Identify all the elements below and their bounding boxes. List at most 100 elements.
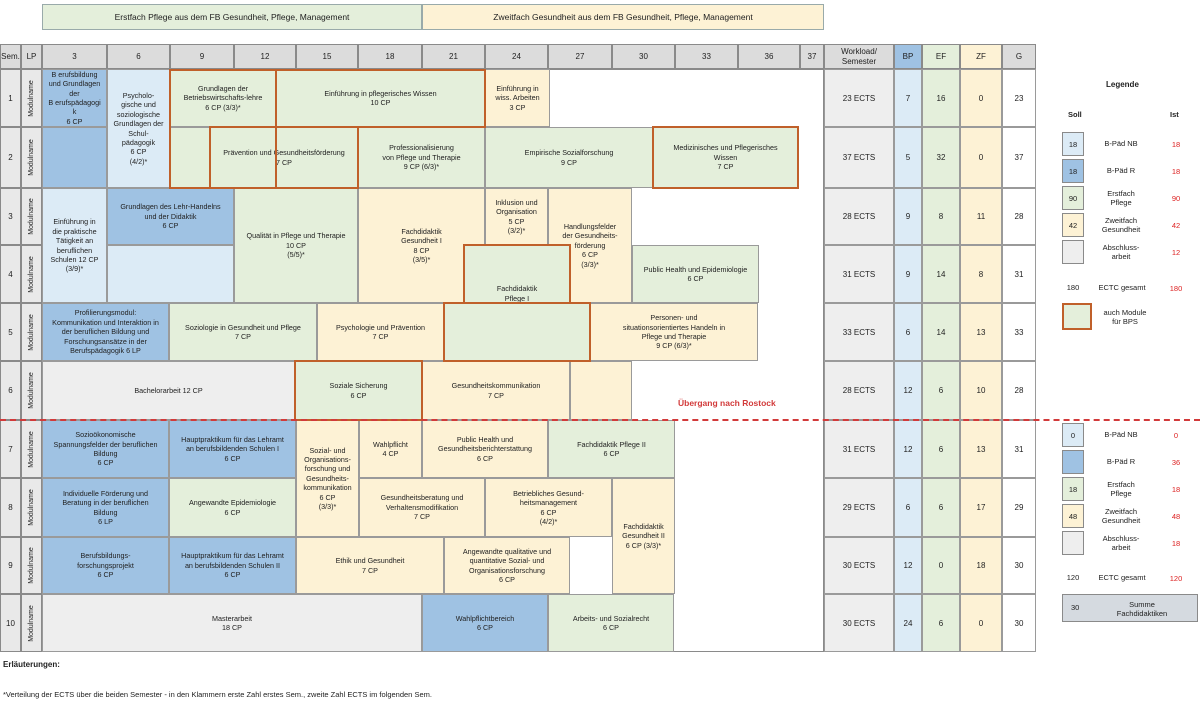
module-angewandte-sozialforschung[interactable]: Angewandte qualitative und quantitative … <box>444 537 570 594</box>
module-wahlpflicht[interactable]: Wahlpflicht 4 CP <box>359 420 422 478</box>
module-fachdidaktik-pflege-1-cont[interactable] <box>444 303 590 361</box>
g-cell: 31 <box>1002 245 1036 303</box>
module-berufsbildungsforschungsprojekt[interactable]: Berufsbildungs- forschungsprojekt 6 CP <box>42 537 169 594</box>
legend-ist-value: 18 <box>1171 139 1181 149</box>
semester-number: 8 <box>0 478 21 537</box>
legend-ist-value: 18 <box>1171 484 1181 494</box>
legend-label: B-Päd NB <box>1104 139 1138 149</box>
ef-cell: 16 <box>922 69 960 127</box>
module-masterarbeit[interactable]: Masterarbeit 18 CP <box>42 594 422 652</box>
module-angewandte-epidemiologie[interactable]: Angewandte Epidemiologie 6 CP <box>169 478 296 537</box>
module-betriebliches-gesundheitsmanagement[interactable]: Betriebliches Gesund- heitsmanagement 6 … <box>485 478 612 537</box>
ef-cell: 6 <box>922 478 960 537</box>
legend-ist: Ist <box>1170 110 1179 119</box>
zweitfach-header: Zweitfach Gesundheit aus dem FB Gesundhe… <box>422 4 824 30</box>
legend-swatch: 90 <box>1062 186 1084 210</box>
module-einfuehrung-pflegerisches-wissen[interactable]: Einführung in pflegerisches Wissen 10 CP <box>276 69 485 127</box>
module-professionalisierung-pflege[interactable]: Professionalisierung von Pflege und Ther… <box>358 127 485 188</box>
modulname-label: Modulname <box>21 303 42 361</box>
module-einfuehrung-wiss-arbeiten[interactable]: Einführung in wiss. Arbeiten 3 CP <box>485 69 550 127</box>
legend-bps-swatch <box>1062 303 1092 330</box>
module-soziooekonomische-spannungsfelder[interactable]: Sozioökonomische Spannungsfelder der ber… <box>42 420 169 478</box>
module-arbeits-sozialrecht[interactable]: Arbeits- und Sozialrecht 6 CP <box>548 594 674 652</box>
legend-swatch: 48 <box>1062 504 1084 528</box>
module-public-health-gesundheitsberichterstattung[interactable]: Public Health und Gesundheitsberichterst… <box>422 420 548 478</box>
module-empirische-sozialforschung[interactable]: Empirische Sozialforschung 9 CP <box>485 127 653 188</box>
lp-tick: 37 <box>800 44 824 69</box>
module-wahlpflichtbereich[interactable]: Wahlpflichtbereich 6 CP <box>422 594 548 652</box>
ef-cell: 32 <box>922 127 960 188</box>
legend-fachdidaktik-box: 30 Summe Fachdidaktiken <box>1062 594 1198 622</box>
modulname-text: Modulname <box>28 547 36 584</box>
legend-label: Erstfach Pflege <box>1107 188 1135 208</box>
module-gesundheitskommunikation[interactable]: Gesundheitskommunikation 7 CP <box>422 361 570 420</box>
zf-cell: 0 <box>960 594 1002 652</box>
module-ethik-gesundheit[interactable]: Ethik und Gesundheit 7 CP <box>296 537 444 594</box>
workload-cell: 33 ECTS <box>824 303 894 361</box>
module-individuelle-foerderung[interactable]: Individuelle Förderung und Beratung in d… <box>42 478 169 537</box>
legend-label: Erstfach Pflege <box>1107 479 1135 499</box>
module-hauptpraktikum-2[interactable]: Hauptpraktikum für das Lehramt an berufs… <box>169 537 296 594</box>
module-einfuehrung-praktische-taetigkeit[interactable]: Einführung in die praktische Tätigkeit a… <box>42 188 107 303</box>
legend-label: B-Päd R <box>1106 457 1136 467</box>
module-fachdidaktik-pflege-2[interactable]: Fachdidaktik Pflege II 6 CP <box>548 420 675 478</box>
workload-cell: 30 ECTS <box>824 594 894 652</box>
legend-ma-total-label: ECTC gesamt <box>1098 573 1146 583</box>
col-bp: BP <box>894 44 922 69</box>
modulname-text: Modulname <box>28 604 36 642</box>
module-soziale-sicherung[interactable]: Soziale Sicherung 6 CP <box>295 361 422 420</box>
module-inklusion-organisation[interactable]: Inklusion und Organisation 5 CP (3/2)* <box>485 188 548 245</box>
module-gesundheitsberatung[interactable]: Gesundheitsberatung und Verhaltensmodifi… <box>359 478 485 537</box>
zf-cell: 0 <box>960 127 1002 188</box>
module-geschichte-berufsbildung-cont[interactable] <box>42 127 107 188</box>
uebergang-label: Übergang nach Rostock <box>678 398 776 408</box>
modulname-label: Modulname <box>21 361 42 420</box>
bp-cell: 9 <box>894 188 922 245</box>
module-psychologie-praevention[interactable]: Psychologie und Prävention 7 CP <box>317 303 444 361</box>
legend-ist-value: 18 <box>1171 166 1181 176</box>
module-personen-situationsorientiertes-handeln[interactable]: Personen- und situationsorientiertes Han… <box>590 303 758 361</box>
module-soziologie-gesundheit-pflege[interactable]: Soziologie in Gesundheit und Pflege 7 CP <box>169 303 317 361</box>
module-fachdidaktik-gesundheit-2[interactable]: Fachdidaktik Gesundheit II 6 CP (3/3)* <box>612 478 675 594</box>
legend-swatch <box>1062 531 1084 555</box>
bp-cell: 9 <box>894 245 922 303</box>
notes-title: Erläuterungen: <box>3 660 60 669</box>
module-public-health-epidemiologie[interactable]: Public Health und Epidemiologie 6 CP <box>632 245 759 303</box>
module-grundlagen-bwl[interactable]: Grundlagen der Betriebswirtschafts-lehre… <box>170 69 276 127</box>
module-praevention-gesundheitsfoerderung[interactable]: Prävention und Gesundheitsförderung 7 CP <box>210 127 358 188</box>
legend-label: Abschluss- arbeit <box>1102 533 1140 553</box>
ef-cell: 14 <box>922 303 960 361</box>
legend-label: Zweitfach Gesundheit <box>1101 215 1141 235</box>
modulname-text: Modulname <box>28 139 36 176</box>
col-ef: EF <box>922 44 960 69</box>
g-cell: 28 <box>1002 188 1036 245</box>
modulname-text: Modulname <box>28 255 36 293</box>
bp-cell: 12 <box>894 420 922 478</box>
legend-ist-value: 48 <box>1171 511 1181 521</box>
module-profilierungsmodul[interactable]: Profilierungsmodul: Kommunikation und In… <box>42 303 169 361</box>
modulname-text: Modulname <box>28 198 36 235</box>
module-geschichte-berufsbildung[interactable]: Geschichte der B erufsbildung und Grundl… <box>42 69 107 127</box>
workload-cell: 23 ECTS <box>824 69 894 127</box>
module-sozial-organisationsforschung[interactable]: Sozial- und Organisations- forschung und… <box>296 420 359 537</box>
module-grundlagen-bwl-cont[interactable] <box>170 127 210 188</box>
lp-tick: 15 <box>296 44 358 69</box>
modulname-label: Modulname <box>21 127 42 188</box>
legend-ma-total-ist: 120 <box>1169 573 1183 583</box>
modulname-text: Modulname <box>28 79 36 117</box>
module-grundlagen-lehr-handelns[interactable]: Grundlagen des Lehr-Handelns und der Did… <box>107 188 234 245</box>
uebergang-line <box>0 419 1200 421</box>
module-personen-situations-cont[interactable] <box>570 361 632 420</box>
semester-number: 3 <box>0 188 21 245</box>
workload-cell: 31 ECTS <box>824 245 894 303</box>
workload-cell: 28 ECTS <box>824 361 894 420</box>
modulname-text: Modulname <box>28 313 36 351</box>
module-bachelorarbeit[interactable]: Bachelorarbeit 12 CP <box>42 361 295 420</box>
module-hauptpraktikum-1[interactable]: Hauptpraktikum für das Lehramt an berufs… <box>169 420 296 478</box>
module-psychologische-grundlagen[interactable]: Psycholo- gische und soziologische Grund… <box>107 69 170 188</box>
g-cell: 30 <box>1002 594 1036 652</box>
module-medizinisches-pflegerisches-wissen[interactable]: Medizinisches und Pflegerisches Wissen 7… <box>653 127 798 188</box>
col-sem: Sem. <box>0 44 21 69</box>
modulname-text: Modulname <box>28 489 36 526</box>
module-qualitaet-pflege-therapie[interactable]: Qualität in Pflege und Therapie 10 CP (5… <box>234 188 358 303</box>
